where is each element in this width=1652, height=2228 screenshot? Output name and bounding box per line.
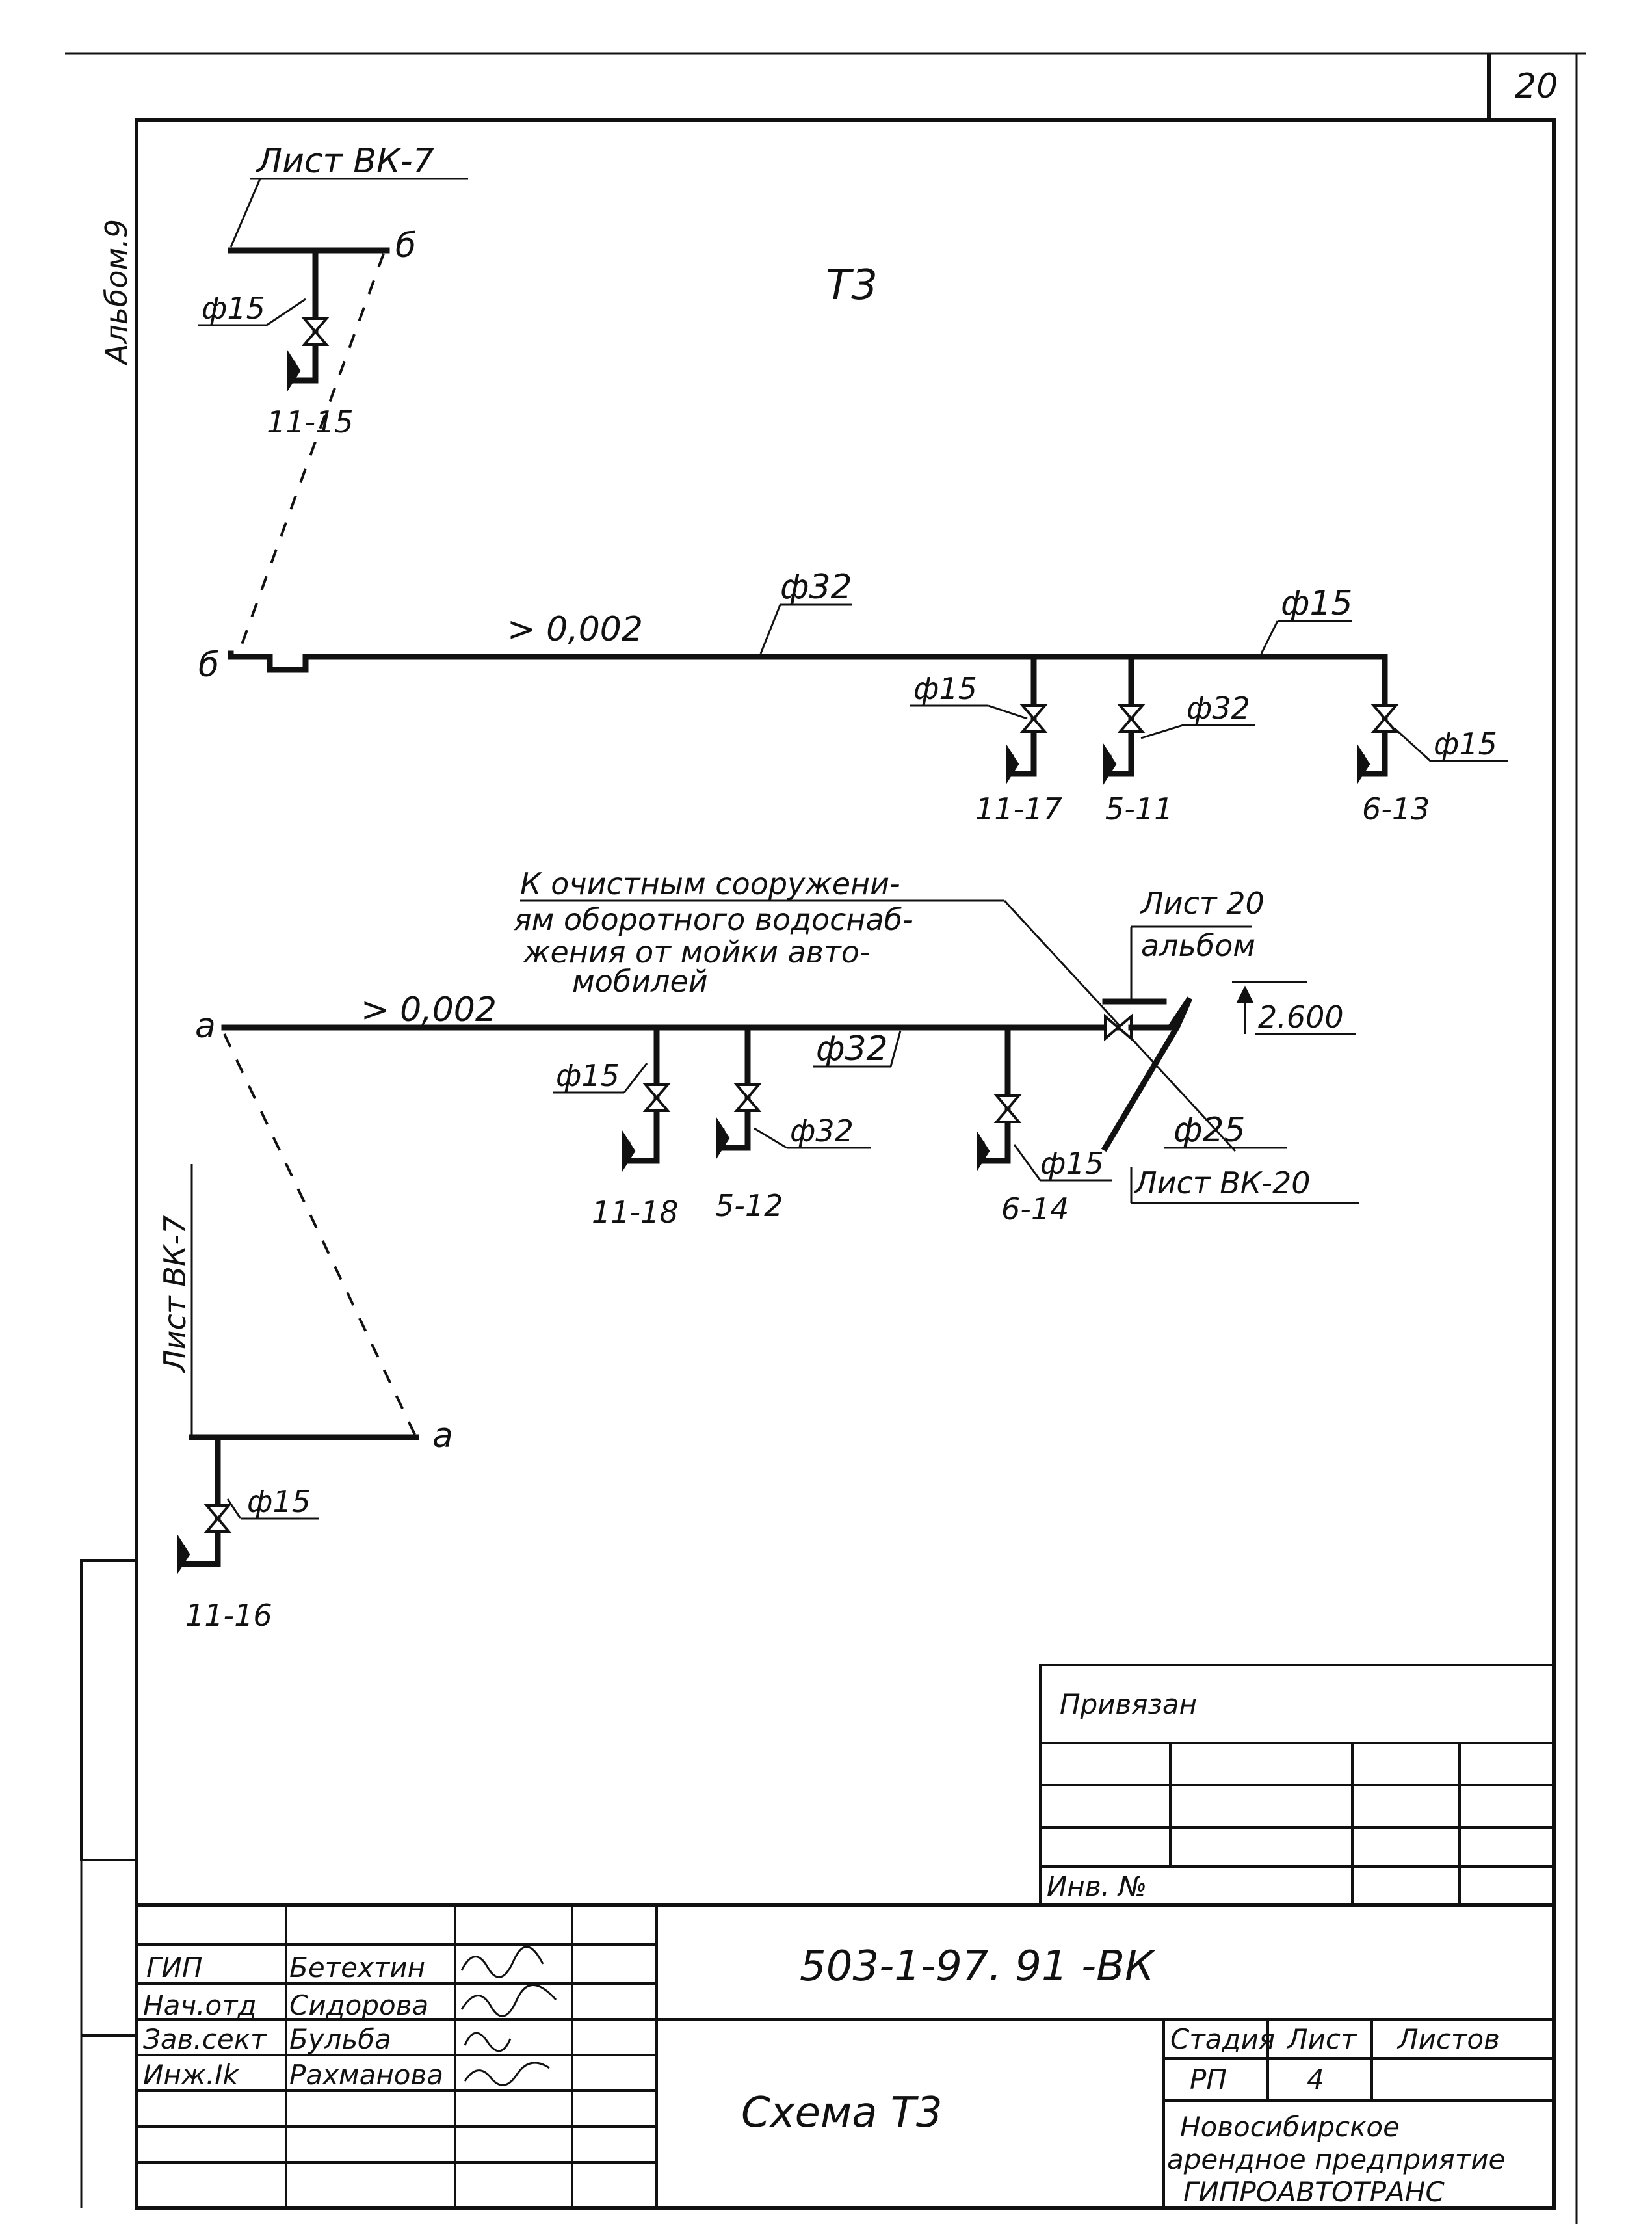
lower-note-line: жения от мойки авто- [523, 935, 870, 970]
top-link-dashed [236, 253, 385, 657]
tap-icon [287, 350, 301, 391]
tap-icon [177, 1533, 190, 1575]
tap-icon [1357, 743, 1370, 785]
top-sheet-ref-leader [229, 178, 261, 248]
tap-icon [622, 1130, 636, 1172]
bottom-sheet-ref: Лист ВК-7 [157, 1215, 192, 1373]
valve-icon [301, 317, 330, 346]
outlet-diam: ф25 [1173, 1111, 1246, 1150]
sheets-header: Листов [1396, 2023, 1500, 2055]
middle-main: б > 0,002 ф32 ф15 ф15 11-17 ф32 5-11 [198, 568, 1508, 827]
top-sheet-ref: Лист ВК-7 [256, 142, 434, 181]
lower-note-line: К очистным сооружени- [520, 866, 900, 901]
staff-name: Бульба [289, 2023, 391, 2055]
top-node-b: б [395, 226, 416, 265]
fixture-label: 11-17 [975, 791, 1062, 827]
bottom-fixture-label: 11-16 [185, 1598, 272, 1633]
outlet-elevation: 2.600 [1258, 1000, 1344, 1035]
fixture-diam: ф32 [1187, 691, 1250, 726]
valve-icon [1019, 704, 1048, 733]
album-side-label: Альбом.9 [99, 219, 134, 366]
fixture-label: 11-18 [592, 1195, 679, 1230]
org-line: арендное предприятие [1167, 2143, 1505, 2175]
tap-icon [977, 1130, 990, 1172]
valve-icon [642, 1083, 671, 1112]
staff-name: Сидорова [289, 1989, 428, 2021]
fixture-diam: ф15 [556, 1058, 620, 1093]
valve-icon [203, 1504, 232, 1533]
fixture-diam: ф15 [1434, 726, 1497, 762]
sheet-frame [65, 52, 1586, 2224]
staff-name: Рахманова [289, 2059, 443, 2091]
outlet-sheet-ref-bottom: Лист ВК-20 [1133, 1165, 1311, 1200]
lower-main-diam: ф32 [816, 1029, 888, 1068]
middle-diam-leader [759, 604, 781, 654]
doc-code: 503-1-97. 91 -ВК [800, 1943, 1156, 1991]
top-fixture-label: 11-15 [267, 404, 354, 440]
lower-link-dashed [223, 1033, 417, 1438]
bound-label: Привязан [1060, 1688, 1197, 1720]
lower-note-line: мобилей [572, 964, 708, 999]
valve-icon [733, 1083, 762, 1112]
sheet-value: 4 [1307, 2063, 1324, 2095]
staff-role: Зав.сект [143, 2023, 267, 2055]
drawing-title: Схема Т3 [741, 2089, 943, 2137]
middle-right-diam: ф15 [1281, 584, 1353, 623]
valve-icon [1370, 704, 1399, 733]
staff-role: Инж.Ik [143, 2059, 239, 2091]
lower-note-line: ям оборотного водоснаб- [514, 902, 913, 937]
tap-icon [1103, 743, 1117, 785]
fixture-label: 6-14 [1001, 1191, 1069, 1227]
bottom-node-a: а [432, 1416, 453, 1455]
page-number: 20 [1515, 67, 1558, 106]
staff-role: Нач.отд [143, 1989, 257, 2021]
middle-slope: > 0,002 [507, 610, 643, 649]
scheme-title: Т3 [826, 261, 878, 310]
lower-slope: > 0,002 [361, 990, 497, 1029]
staff-name: Бетехтин [289, 1952, 425, 1983]
middle-pipe [228, 650, 1388, 673]
inv-label: Инв. № [1047, 1870, 1147, 1902]
stage-value: РП [1190, 2063, 1227, 2095]
fixture-diam: ф15 [913, 671, 977, 706]
top-riser-diam: ф15 [202, 291, 265, 326]
top-diam-leader [266, 298, 306, 326]
lower-node-a: а [195, 1007, 216, 1046]
valve-icon [1104, 1013, 1133, 1042]
signature-marks [460, 1946, 557, 2086]
top-fragment: Лист ВК-7 б ф15 11-15 [198, 142, 468, 657]
middle-main-diam: ф32 [780, 568, 852, 607]
bottom-riser-diam: ф15 [247, 1484, 311, 1519]
fixture-label: 5-12 [715, 1188, 783, 1223]
middle-node-b: б [198, 646, 219, 685]
valve-icon [993, 1094, 1022, 1123]
outlet-album-ref: альбом [1141, 928, 1255, 963]
fixture-diam: ф32 [790, 1113, 854, 1148]
outlet-sheet-ref: Лист 20 [1140, 886, 1265, 921]
lower-main: К очистным сооружени- ям оборотного водо… [195, 866, 1359, 1438]
title-block: Привязан Инв. № 503-1-97. 91 -ВК Схема Т… [137, 1664, 1555, 2208]
stage-header: Стадия [1170, 2023, 1275, 2055]
bottom-fragment: Лист ВК-7 а ф15 11-16 [157, 1164, 453, 1633]
tap-icon [1006, 743, 1019, 785]
right-diam-leader [1260, 620, 1279, 654]
sheet-header: Лист [1286, 2023, 1357, 2055]
outlet-riser [1101, 996, 1193, 1152]
valve-icon [1117, 704, 1146, 733]
org-line: ГИПРОАВТОТРАНС [1183, 2176, 1445, 2208]
tap-icon [716, 1117, 730, 1159]
fixture-label: 5-11 [1105, 791, 1173, 827]
fixture-label: 6-13 [1362, 791, 1430, 827]
fixture-diam: ф15 [1040, 1146, 1104, 1181]
staff-role: ГИП [146, 1952, 202, 1983]
org-line: Новосибирское [1180, 2111, 1400, 2143]
